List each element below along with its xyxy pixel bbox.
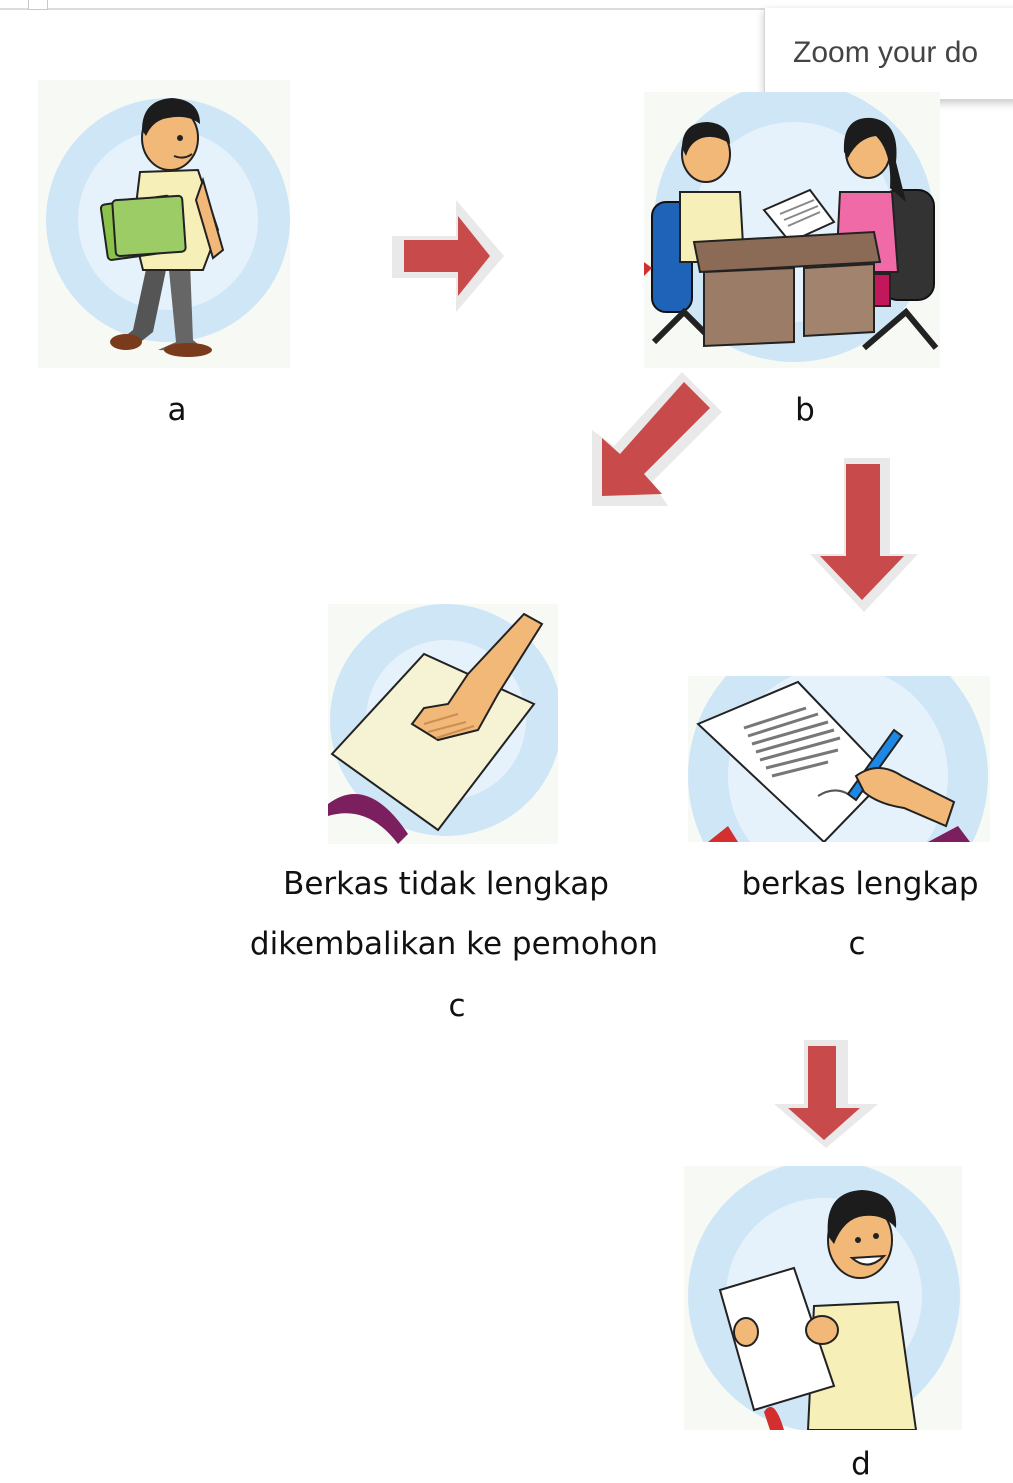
step-b-label: b (795, 392, 815, 428)
arrow-down-left-icon (592, 372, 722, 506)
illustration-applicant-walking (38, 80, 290, 368)
illustration-files-returned (328, 604, 558, 844)
document-corner-marker (28, 0, 48, 10)
arrow-right-icon (392, 200, 504, 312)
zoom-tooltip-text: Zoom your do (793, 36, 979, 69)
step-a-label: a (167, 392, 187, 428)
step-d-label: d (851, 1446, 871, 1482)
zoom-tooltip[interactable]: Zoom your do (764, 8, 1013, 100)
illustration-document-received (684, 1166, 962, 1430)
arrow-down-icon (774, 1040, 878, 1148)
step-c-complete-line1: berkas lengkap (741, 866, 979, 902)
document-top-edge (0, 8, 770, 10)
illustration-submission-desk (644, 92, 940, 368)
step-c-incomplete-line1: Berkas tidak lengkap (283, 866, 609, 902)
arrow-down-icon (810, 458, 918, 612)
illustration-files-complete (688, 676, 990, 842)
step-c-incomplete-label: c (448, 988, 466, 1024)
step-c-incomplete-line2: dikembalikan ke pemohon (249, 926, 659, 962)
step-c-complete-label: c (848, 926, 866, 962)
